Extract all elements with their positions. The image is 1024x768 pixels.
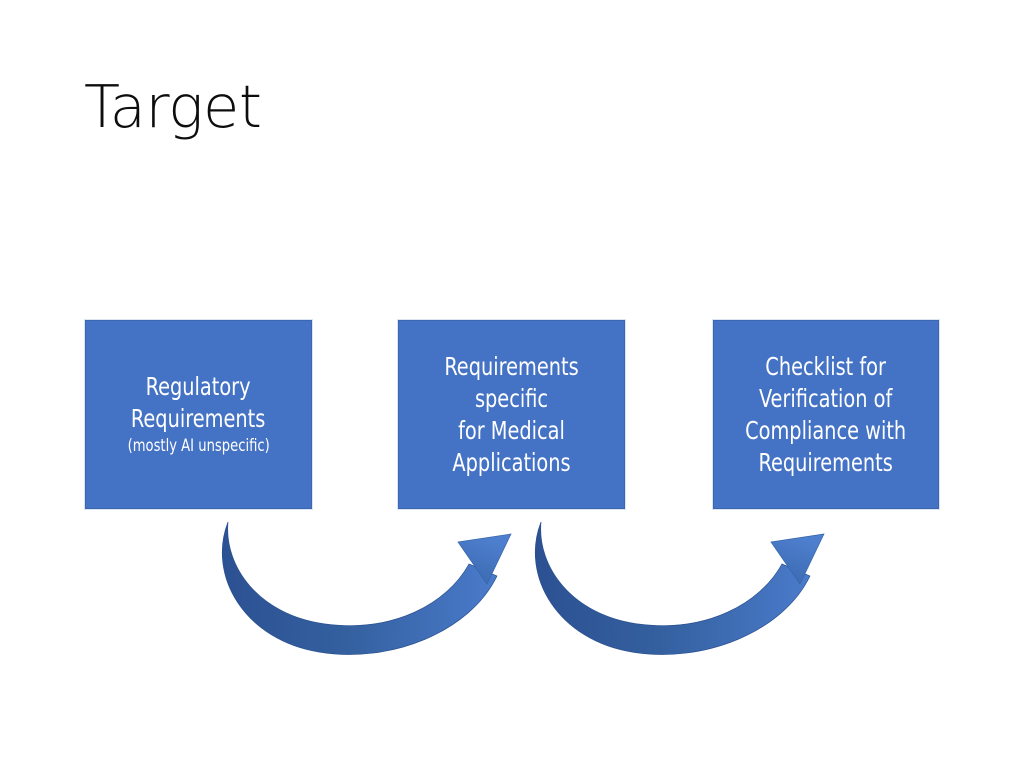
curved-arrow-icon-regulatory-to-medical	[221, 521, 512, 655]
flow-box-label: Checklist for Verification of Compliance…	[745, 351, 907, 477]
page-title: Target	[84, 72, 262, 141]
flow-box-label: Requirements specific for Medical Applic…	[444, 351, 579, 477]
flow-box-label: Regulatory Requirements	[131, 372, 266, 434]
flow-box-checklist-verification[interactable]: Checklist for Verification of Compliance…	[713, 320, 939, 509]
curved-arrow-icon-medical-to-checklist	[534, 521, 825, 655]
flow-box-sublabel: (mostly AI unspecific)	[127, 436, 270, 457]
flow-box-regulatory-requirements[interactable]: Regulatory Requirements (mostly AI unspe…	[85, 320, 312, 509]
flow-box-medical-requirements[interactable]: Requirements specific for Medical Applic…	[398, 320, 625, 509]
